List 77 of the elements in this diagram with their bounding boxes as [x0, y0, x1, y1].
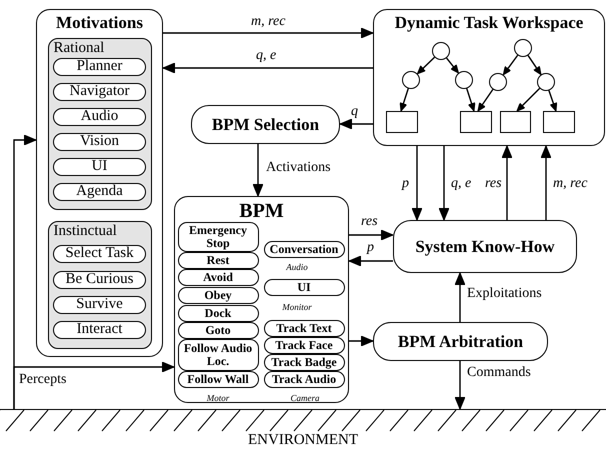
edge-label: Percepts [18, 372, 68, 388]
module-pill: Planner [53, 58, 146, 76]
tree-node [454, 70, 472, 88]
process-box: BPM Selection [191, 105, 340, 144]
behavior-pill: Conversation [264, 240, 344, 258]
tree-node [488, 72, 506, 90]
arrow [252, 144, 264, 196]
tree-node [536, 72, 554, 90]
arrow [438, 146, 450, 220]
task-slot [542, 110, 574, 132]
behavior-pill: Follow Audio Loc. [178, 338, 258, 370]
heading: Instinctual [54, 222, 117, 240]
behavior-pill: Track Text [264, 320, 344, 336]
behavior-pill: Rest [178, 252, 258, 268]
arrow [454, 272, 466, 322]
group-panel [373, 9, 605, 146]
arrow [516, 88, 540, 112]
arrow [412, 146, 422, 220]
module-pill: UI [53, 158, 146, 176]
heading: Motivations [55, 13, 144, 33]
behavior-pill: Emergency Stop [178, 222, 258, 252]
arrow [349, 230, 394, 240]
module-pill: Be Curious [53, 271, 146, 289]
group-panel [174, 196, 349, 403]
arrow [13, 362, 174, 409]
module-pill: Interact [53, 321, 146, 339]
category-panel [48, 38, 152, 210]
behavior-pill: Track Face [264, 336, 344, 354]
behavior-pill: Track Audio [264, 370, 344, 388]
behavior-pill: Follow Wall [178, 370, 258, 388]
module-pill: Survive [53, 296, 146, 314]
tree-node [402, 70, 420, 88]
behavior-pill: Track Badge [264, 354, 344, 370]
arrow [466, 88, 476, 112]
arrow [348, 256, 393, 266]
module-pill: Navigator [53, 83, 146, 101]
behavior-pill: UI [264, 278, 344, 296]
ground-label: ENVIRONMENT [247, 432, 359, 449]
arrow [477, 89, 494, 112]
category-panel [48, 220, 152, 348]
heading: Rational [54, 40, 104, 56]
group-panel [36, 9, 163, 357]
behavior-pill: Goto [178, 322, 258, 338]
arrow [349, 336, 374, 346]
caption: Audio [286, 262, 308, 272]
caption: Motor [206, 393, 230, 403]
process-box: BPM Arbitration [373, 322, 548, 361]
arrow [454, 361, 466, 410]
tree-node [514, 38, 532, 56]
behavior-pill: Obey [178, 286, 258, 304]
arrow [540, 146, 552, 220]
task-slot [500, 110, 530, 132]
arrow [446, 58, 459, 74]
caption: Camera [290, 393, 320, 403]
task-slot [460, 110, 492, 132]
arrow [416, 56, 436, 74]
arrow [527, 55, 542, 76]
heading: BPM [238, 200, 285, 223]
arrow [502, 146, 512, 220]
heading: Dynamic Task Workspace [394, 13, 584, 33]
arrow [163, 28, 374, 38]
task-slot [386, 110, 418, 132]
module-pill: Audio [53, 108, 146, 126]
module-pill: Select Task [53, 245, 146, 263]
module-pill: Vision [53, 133, 146, 151]
arrow [340, 118, 373, 130]
behavior-pill: Avoid [178, 268, 258, 286]
process-box: System Know-How [393, 220, 577, 273]
behavior-pill: Dock [178, 304, 258, 322]
edge-label: Exploitations [466, 286, 543, 302]
module-pill: Agenda [53, 183, 146, 201]
arrow [502, 54, 518, 76]
arrow [400, 88, 409, 112]
tree-node [432, 42, 450, 60]
caption: Monitor [282, 302, 312, 312]
arrow [548, 90, 558, 112]
arrow [162, 62, 373, 74]
